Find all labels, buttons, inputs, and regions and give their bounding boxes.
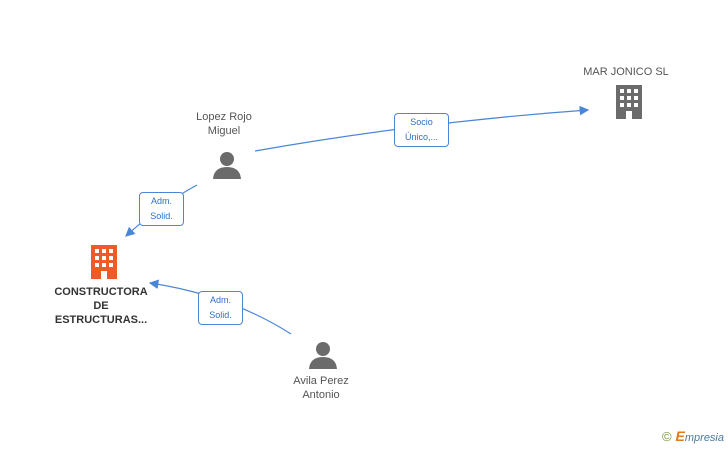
edge-label-line: Solid. bbox=[209, 310, 232, 320]
node-label-line: DE bbox=[93, 300, 109, 312]
edge-label-line: Solid. bbox=[150, 211, 173, 221]
building-icon[interactable] bbox=[88, 244, 120, 280]
node-label-line: Miguel bbox=[207, 125, 241, 137]
node-label-line: Antonio bbox=[302, 389, 340, 401]
edge-label-line: Adm. bbox=[209, 295, 231, 305]
edge-label-line: Socio bbox=[410, 117, 433, 127]
copyright-icon: © bbox=[661, 428, 672, 444]
node-label-avila[interactable]: Avila Perez Antonio bbox=[271, 374, 371, 402]
node-label-mar-jonico[interactable]: MAR JONICO SL bbox=[583, 66, 669, 78]
building-icon[interactable] bbox=[613, 84, 645, 120]
person-icon[interactable] bbox=[308, 340, 338, 370]
edge-label-socio-unico[interactable]: Socio Único,... bbox=[394, 113, 449, 147]
person-icon[interactable] bbox=[212, 150, 242, 180]
brand-logo: © Empresia bbox=[662, 428, 724, 444]
node-label-line: CONSTRUCTORA bbox=[54, 286, 148, 298]
brand-wordmark: Empresia bbox=[676, 428, 724, 444]
node-label-line: Avila Perez bbox=[293, 375, 349, 387]
edge-label-adm-solid[interactable]: Adm. Solid. bbox=[198, 291, 243, 325]
edge-label-adm-solid[interactable]: Adm. Solid. bbox=[139, 192, 184, 226]
node-label-line: Lopez Rojo bbox=[196, 111, 252, 123]
node-label-lopez[interactable]: Lopez Rojo Miguel bbox=[174, 110, 274, 138]
edge-label-line: Único,... bbox=[404, 132, 438, 142]
edge-label-line: Adm. bbox=[150, 196, 172, 206]
brand-initial: E bbox=[675, 428, 685, 444]
node-label-line: ESTRUCTURAS... bbox=[54, 314, 148, 326]
node-label-constructora[interactable]: CONSTRUCTORA DE ESTRUCTURAS... bbox=[46, 285, 156, 327]
brand-name: mpresia bbox=[684, 432, 724, 444]
